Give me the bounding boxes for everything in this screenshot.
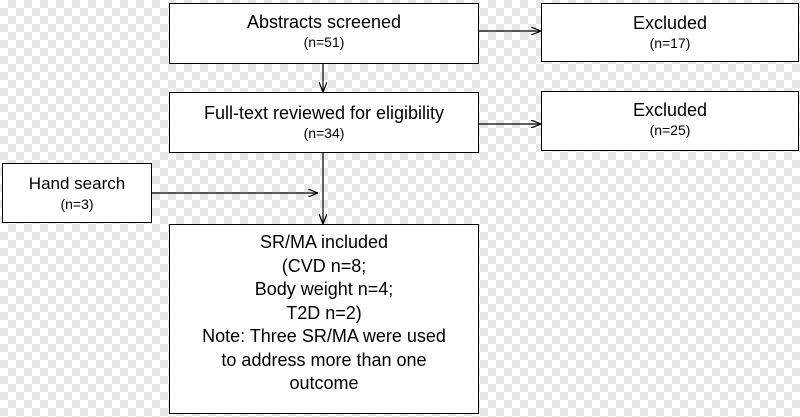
abstracts-screened-title: Abstracts screened [246, 12, 402, 32]
excluded-2-count: (n=25) [649, 122, 691, 138]
included-line: Body weight n=4; [254, 279, 394, 299]
hand-search-title: Hand search [28, 174, 126, 193]
fulltext-reviewed-title: Full-text reviewed for eligibility [203, 103, 445, 123]
included-line: outcome [289, 373, 359, 393]
included-line: (CVD n=8; [281, 255, 367, 276]
hand-search-count: (n=3) [60, 196, 94, 212]
included-line: SR/MA included [259, 232, 389, 252]
included-line: to address more than one [221, 349, 427, 370]
included-line: T2D n=2) [286, 302, 362, 323]
included-line: Note: Three SR/MA were used [202, 326, 446, 346]
included-box: SR/MA included (CVD n=8; Body weight n=4… [169, 224, 479, 414]
excluded-2-title: Excluded [632, 100, 708, 120]
abstracts-screened-count: (n=51) [303, 34, 345, 50]
excluded-1-title: Excluded [632, 13, 708, 33]
excluded-1-count: (n=17) [649, 35, 691, 51]
excluded-box-1: Excluded (n=17) [541, 3, 799, 62]
fulltext-reviewed-count: (n=34) [303, 125, 345, 141]
hand-search-box: Hand search (n=3) [2, 163, 152, 223]
excluded-box-2: Excluded (n=25) [541, 91, 799, 151]
abstracts-screened-box: Abstracts screened (n=51) [169, 3, 479, 64]
fulltext-reviewed-box: Full-text reviewed for eligibility (n=34… [169, 92, 479, 153]
